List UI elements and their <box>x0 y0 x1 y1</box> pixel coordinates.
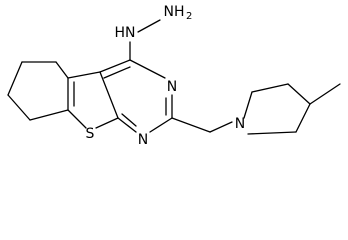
bond-th-5 <box>99 71 119 119</box>
hydrazine-nh2-label: NH <box>164 4 185 20</box>
bond-ch2-2 <box>209 121 233 133</box>
bond-th-2 <box>67 109 87 129</box>
hydrazine-nh-label: HN <box>114 25 135 41</box>
bond-pip-2 <box>251 83 289 93</box>
bond-methyl <box>309 83 341 105</box>
bond-py-4 <box>149 117 173 133</box>
bond-pip-3 <box>287 83 311 105</box>
bond-cp-2 <box>7 61 23 96</box>
bond-th-4 <box>67 71 101 79</box>
piperidine-n-label: N <box>235 116 245 132</box>
hydrazine-nh2-subscript: 2 <box>186 11 192 22</box>
bond-hyd-2 <box>137 19 161 33</box>
bond-py-2 <box>129 59 166 79</box>
bond-py-1 <box>99 59 131 73</box>
bond-pip-5 <box>247 131 297 135</box>
pyrimidine-n-upper-label: N <box>167 79 177 95</box>
bond-pip-1 <box>243 91 253 119</box>
bond-py-5 <box>117 117 137 133</box>
bond-py-5b <box>121 113 137 127</box>
bond-cp-3 <box>7 94 31 121</box>
bond-py-1b <box>103 66 131 79</box>
bond-cp-5 <box>55 61 69 79</box>
bond-ch2-1 <box>171 117 211 133</box>
thiophene-s-label: S <box>86 126 95 142</box>
bond-th-3 <box>95 117 119 129</box>
pyrimidine-n-lower-label: N <box>138 132 148 148</box>
bond-pip-4 <box>295 103 311 133</box>
structure-svg: HN NH 2 N N S N <box>7 4 341 148</box>
molecule-diagram: HN NH 2 N N S N <box>7 4 341 148</box>
bond-cp-4 <box>29 109 69 121</box>
